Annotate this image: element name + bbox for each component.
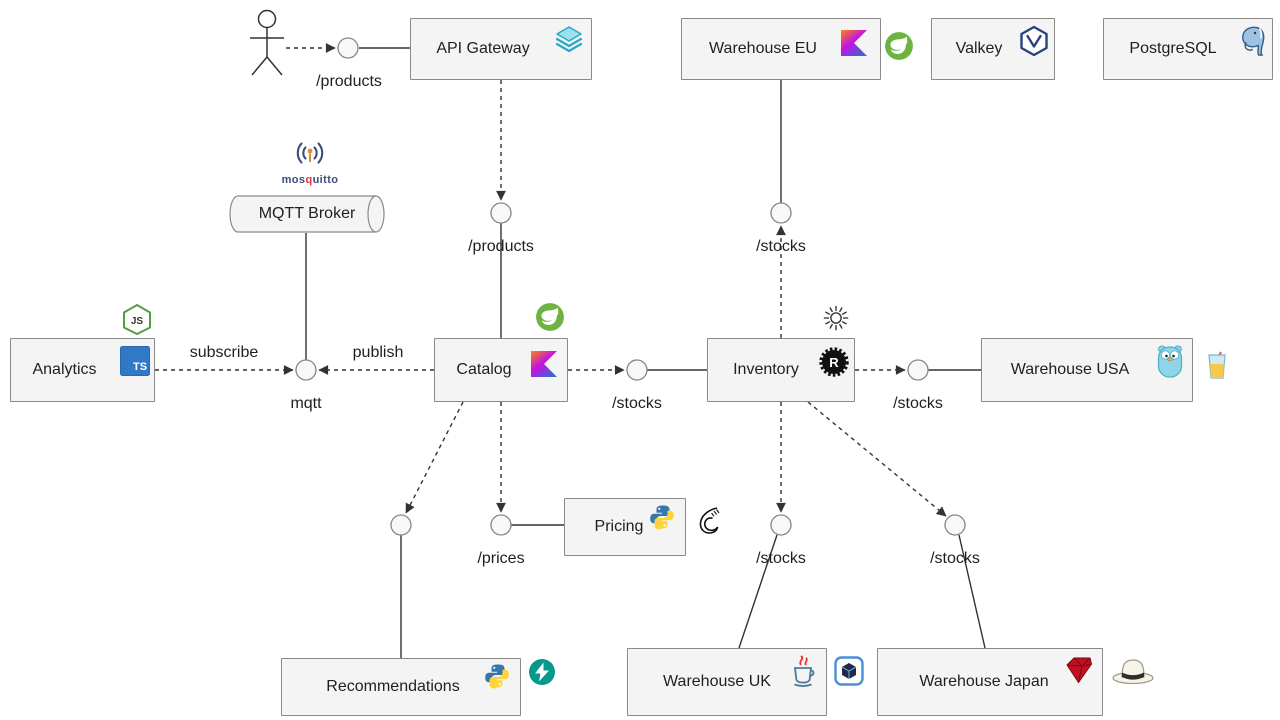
svg-text:R: R xyxy=(829,355,839,370)
port-eu-stocks xyxy=(770,202,792,224)
port-label-stocks-catalog: /stocks xyxy=(612,395,662,412)
port-uk-stocks xyxy=(770,514,792,536)
port-label-stocks-uk: /stocks xyxy=(756,550,806,567)
node-recommendations-label: Recommendations xyxy=(326,678,460,695)
traefik-layers-icon xyxy=(555,25,583,53)
gin-cocktail-icon xyxy=(1204,351,1230,381)
valkey-hexagon-icon xyxy=(1018,25,1050,57)
node-warehouse-usa: Warehouse USA xyxy=(981,338,1226,402)
port-usa-stocks xyxy=(907,359,929,381)
fastapi-icon xyxy=(528,658,556,686)
port-label-stocks-eu: /stocks xyxy=(756,238,806,255)
node-inventory: Inventory R xyxy=(707,305,855,402)
go-gopher-icon xyxy=(1156,344,1184,378)
port-label-products-actor: /products xyxy=(316,73,382,90)
node-catalog: Catalog xyxy=(434,303,568,402)
edge-catalog-to-recommendations-port xyxy=(405,401,464,514)
mosquitto-waves-icon xyxy=(290,138,330,170)
port-actor-products xyxy=(337,37,359,59)
blue-cube-icon xyxy=(834,656,864,686)
sun-icon xyxy=(821,303,851,333)
node-postgresql: PostgreSQL xyxy=(1103,18,1273,80)
node-warehouse-eu: Warehouse EU xyxy=(681,18,913,80)
rust-gear-icon: R xyxy=(819,347,849,377)
node-warehouse-japan: Warehouse Japan xyxy=(877,648,1154,716)
port-label-prices: /prices xyxy=(477,550,525,567)
port-mqtt xyxy=(295,359,317,381)
spring-leaf-icon xyxy=(884,31,914,61)
port-catalog-stocks xyxy=(626,359,648,381)
node-valkey-label: Valkey xyxy=(955,40,1003,57)
port-label-mqtt: mqtt xyxy=(290,395,322,412)
postgresql-elephant-icon xyxy=(1236,25,1268,57)
node-api-gateway-label: API Gateway xyxy=(436,40,530,57)
port-label-stocks-japan: /stocks xyxy=(930,550,980,567)
node-mqtt-broker-label: MQTT Broker xyxy=(258,205,356,222)
nodejs-hexagon-icon: JS xyxy=(122,303,152,335)
node-catalog-label: Catalog xyxy=(456,361,512,378)
interface-ports xyxy=(295,37,966,536)
kotlin-icon xyxy=(840,29,868,57)
node-warehouse-eu-label: Warehouse EU xyxy=(709,40,817,57)
port-prices xyxy=(490,514,512,536)
node-warehouse-uk-label: Warehouse UK xyxy=(663,673,771,690)
node-postgresql-label: PostgreSQL xyxy=(1129,40,1217,57)
port-label-stocks-usa: /stocks xyxy=(893,395,943,412)
ruby-gem-icon xyxy=(1063,655,1093,685)
node-pricing-label: Pricing xyxy=(594,518,644,535)
cylinder-shape xyxy=(229,195,385,233)
mosquitto-wordmark-post: uitto xyxy=(312,174,339,186)
spring-leaf-icon xyxy=(535,302,565,332)
edge-label-publish: publish xyxy=(352,344,404,361)
node-pricing: Pricing xyxy=(564,498,720,556)
port-japan-stocks xyxy=(944,514,966,536)
port-gateway-products xyxy=(490,202,512,224)
node-recommendations: Recommendations xyxy=(281,658,555,716)
svg-text:TS: TS xyxy=(133,361,147,373)
node-analytics: Analytics TS JS xyxy=(10,303,155,402)
solid-edges xyxy=(305,47,986,658)
python-icon xyxy=(649,504,675,530)
java-cup-icon xyxy=(788,654,818,688)
edge-port-to-warehouse-japan xyxy=(958,534,986,649)
kotlin-icon xyxy=(530,350,558,378)
node-valkey: Valkey xyxy=(931,18,1055,80)
node-analytics-label: Analytics xyxy=(32,361,97,378)
svg-text:JS: JS xyxy=(131,316,144,327)
node-warehouse-uk: Warehouse UK xyxy=(627,648,864,716)
mosquitto-logo: mosquitto xyxy=(276,138,344,186)
node-mqtt-broker: MQTT Broker xyxy=(229,195,385,233)
stick-figure-icon xyxy=(250,9,284,76)
node-warehouse-usa-label: Warehouse USA xyxy=(1010,361,1130,378)
node-api-gateway: API Gateway xyxy=(410,18,592,80)
port-recommendations xyxy=(390,514,412,536)
dashed-edges xyxy=(155,43,947,517)
flask-swirl-icon xyxy=(693,505,723,537)
edge-inventory-to-japan-stocks-port xyxy=(807,401,947,517)
typescript-icon: TS xyxy=(120,346,150,376)
port-label-products-gateway: /products xyxy=(468,238,534,255)
edge-label-subscribe: subscribe xyxy=(189,344,259,361)
mosquitto-wordmark-pre: mos xyxy=(281,174,306,186)
python-icon xyxy=(484,663,510,689)
node-warehouse-japan-label: Warehouse Japan xyxy=(919,673,1049,690)
mosquitto-wordmark: mosquitto xyxy=(276,175,344,186)
node-inventory-label: Inventory xyxy=(733,361,799,378)
panama-hat-icon xyxy=(1110,657,1156,685)
mosquitto-wordmark-q: q xyxy=(305,174,313,186)
edge-port-to-warehouse-uk xyxy=(738,534,778,649)
